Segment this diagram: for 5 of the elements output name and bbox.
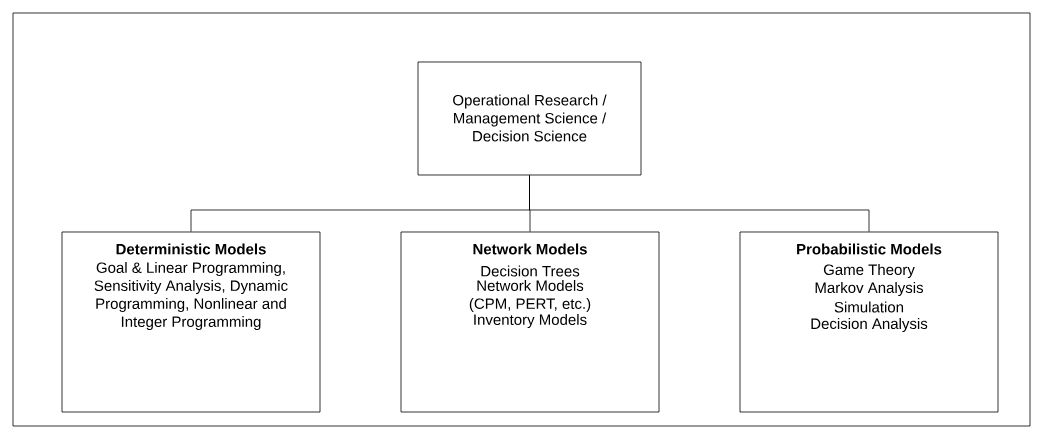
category-box: Network Models Decision Trees Network Models (CPM, PERT, etc.) Inventory Models — [400, 231, 660, 413]
category-box: Operational Research / Management Science / Decision Science — [417, 61, 642, 176]
category-box: Probabilistic Models Game Theory Markov Analysis Simulation Decision Analysis — [739, 231, 999, 413]
category-box: Deterministic Models Goal & Linear Programming, Sensitivity Analysis, Dynamic Programming, Nonlinear and Integer Programming — [61, 231, 321, 413]
connector-line — [529, 175, 870, 232]
